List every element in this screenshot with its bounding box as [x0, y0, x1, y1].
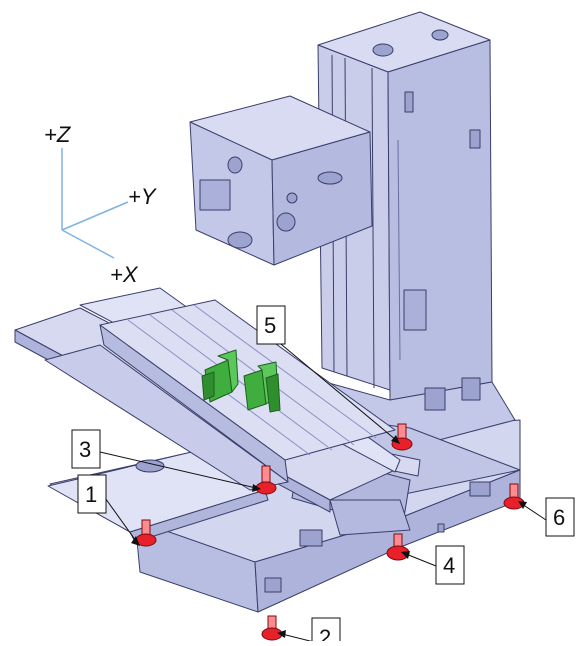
callouts: 1 2 3 4 5 [71, 305, 575, 646]
x-axis-line [61, 229, 115, 259]
callout-1-label: 1 [85, 482, 97, 507]
axis-triad: +Z +Y +X [44, 122, 157, 287]
leveling-pads [135, 423, 525, 641]
callout-2: 2 [277, 617, 341, 646]
y-axis-label: +Y [128, 184, 157, 209]
callout-4: 4 [401, 545, 465, 585]
z-axis-label: +Z [44, 122, 72, 147]
spindle-head [189, 95, 373, 266]
callout-6-label: 6 [553, 505, 565, 530]
leveling-pad-2 [261, 615, 283, 641]
callout-5-label: 5 [264, 313, 276, 338]
callout-3-label: 3 [79, 437, 91, 462]
callout-4-label: 4 [443, 553, 455, 578]
fixture-left [201, 349, 239, 403]
leveling-pad-3 [255, 465, 277, 495]
x-axis-label: +X [110, 262, 139, 287]
callout-6: 6 [518, 497, 575, 537]
leveling-pad-1 [135, 519, 157, 547]
leveling-pad-5 [391, 423, 413, 451]
fixture-right [243, 361, 281, 413]
y-axis-line [61, 201, 129, 231]
callout-1: 1 [77, 474, 140, 546]
work-table [14, 287, 411, 536]
callout-5: 5 [256, 305, 400, 444]
callout-3: 3 [71, 429, 261, 492]
callout-2-label: 2 [319, 625, 331, 641]
leveling-pad-4 [386, 533, 410, 561]
